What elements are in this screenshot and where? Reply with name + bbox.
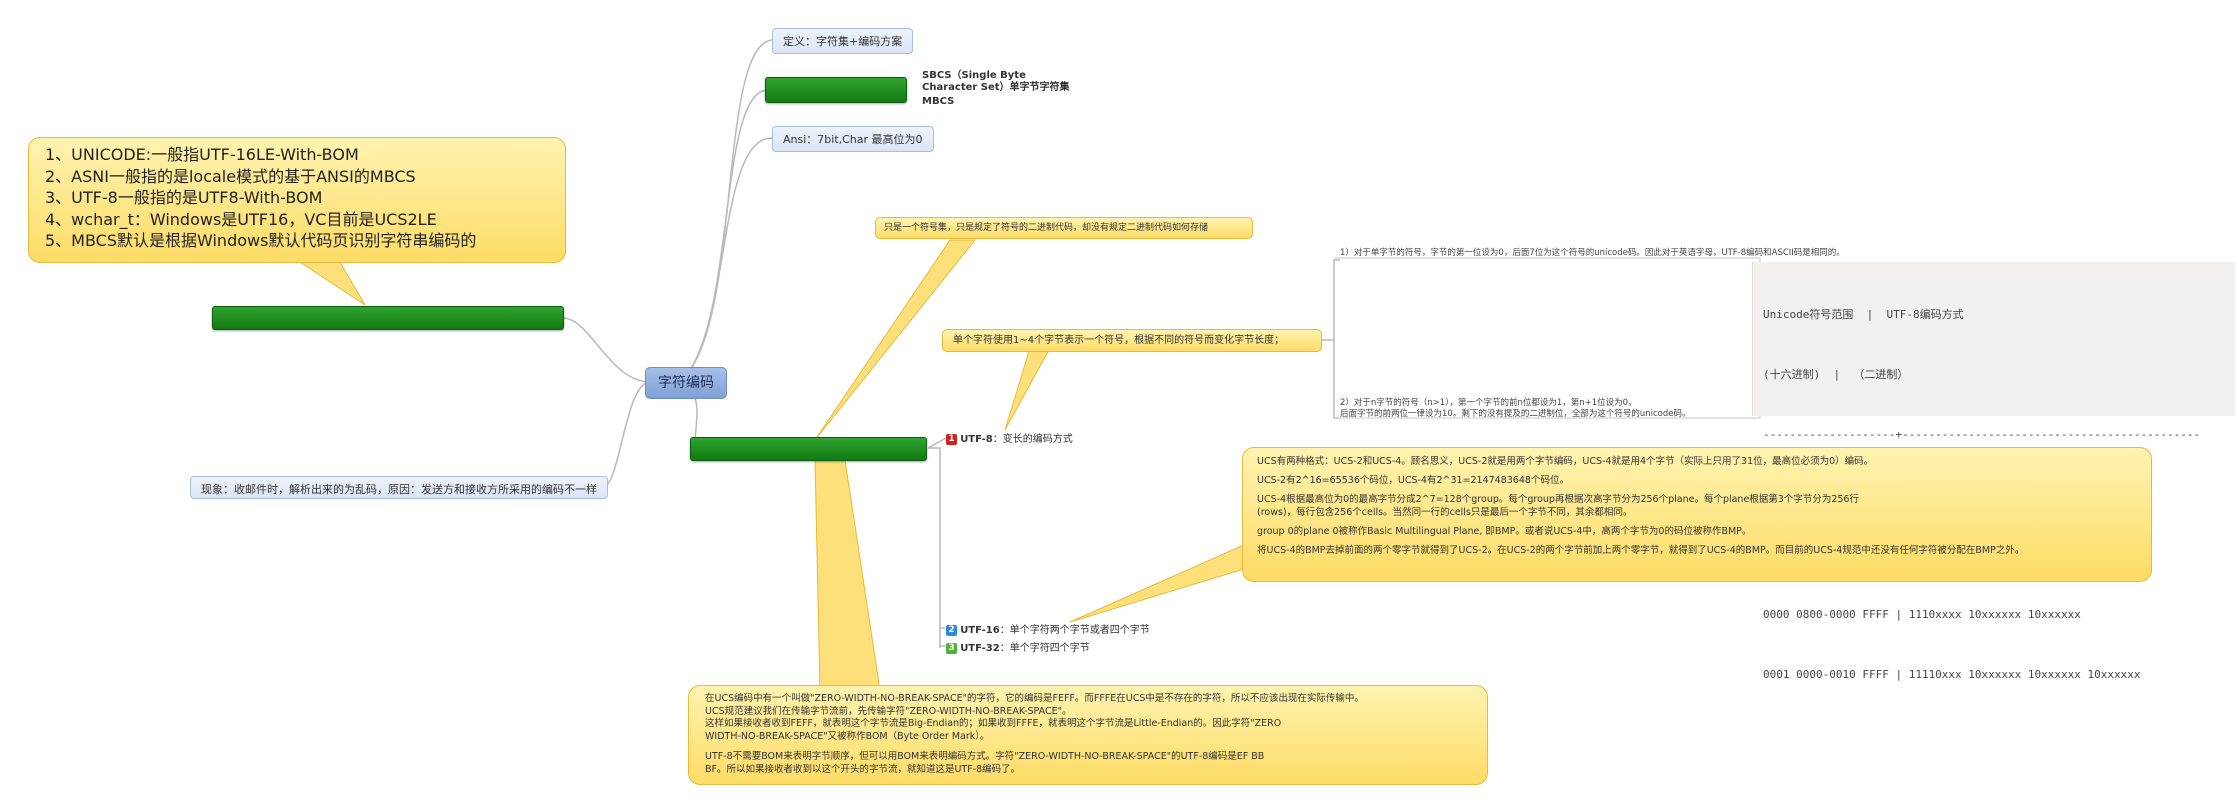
connector-utf-branch	[928, 447, 941, 648]
table-header-2: (十六进制) | （二进制）	[1763, 368, 1909, 381]
ucs-p3a: UCS-4根据最高位为0的最高字节分成2^7=128个group。每个group…	[1257, 494, 1859, 505]
utf32-item[interactable]: 3 UTF-32：单个字符四个字节	[946, 639, 1090, 654]
priority-2-icon: 2	[946, 624, 957, 636]
table-header-1: Unicode符号范围 | UTF-8编码方式	[1763, 308, 1964, 321]
utf8-rule-2: 2）对于n字节的符号（n>1），第一个字节的前n位都设为1，第n+1位设为0， …	[1340, 398, 1690, 420]
node-green-unicode[interactable]	[690, 437, 927, 461]
utf16-item[interactable]: 2 UTF-16：单个字符两个字节或者四个字节	[946, 621, 1150, 636]
utf8-item[interactable]: 1 UTF-8：变长的编码方式	[946, 430, 1073, 445]
ucs-p3b: (rows)，每行包含256个cells。当然同一行的cells只是最后一个字节…	[1257, 507, 1633, 518]
node-ansi[interactable]: Ansi：7bit,Char 最高位为0	[772, 126, 934, 152]
connector-utf8	[927, 437, 947, 449]
utf8-rule-1: 1）对于单字节的符号，字节的第一位设为0，后面7位为这个符号的unicode码。…	[1340, 248, 1845, 258]
priority-1-icon: 1	[946, 433, 957, 445]
utf16-desc: ：单个字符两个字节或者四个字节	[999, 625, 1150, 636]
bom-p4: WIDTH-NO-BREAK-SPACE"又被称作BOM（Byte Order …	[705, 730, 990, 742]
tail-charset	[814, 239, 977, 441]
connector-rule1	[1322, 259, 1340, 341]
table-row: 0001 0000-0010 FFFF | 11110xxx 10xxxxxx …	[1763, 668, 2141, 681]
bom-p2: UCS规范建议我们在传输字节流前，先传输字符"ZERO-WIDTH-NO-BRE…	[705, 705, 1072, 717]
connector-ansi	[689, 137, 773, 371]
bom-p6: BF。所以如果接收者收到以这个开头的字节流，就知道这是UTF-8编码了。	[705, 763, 1021, 775]
definition-text: 定义：字符集+编码方案	[783, 35, 903, 48]
sbcs-text: SBCS（Single Byte Character Set）单字节字符集	[922, 70, 1070, 93]
utf8-note-text: 单个字符使用1~4个字节表示一个符号，根据不同的符号而变化字节长度；	[953, 335, 1285, 346]
ucs-p4: group 0的plane 0被称作Basic Multilingual Pla…	[1257, 526, 1752, 537]
ucs-p1: UCS有两种格式：UCS-2和UCS-4。顾名思义，UCS-2就是用两个字节编码…	[1257, 456, 1874, 467]
charset-note-text: 只是一个符号集，只是规定了符号的二进制代码，却没有规定二进制代码如何存储	[884, 223, 1209, 233]
utf8-rule-2b: 后面字节的前两位一律设为10。剩下的没有提及的二进制位，全部为这个符号的unic…	[1340, 409, 1691, 419]
ucs-callout[interactable]: UCS有两种格式：UCS-2和UCS-4。顾名思义，UCS-2就是用两个字节编码…	[1242, 447, 2152, 582]
center-node[interactable]: 字符编码	[645, 367, 727, 399]
mbcs-text: MBCS	[922, 96, 955, 107]
bom-p1: 在UCS编码中有一个叫做"ZERO-WIDTH-NO-BREAK-SPACE"的…	[705, 693, 1364, 704]
utf32-desc: ：单个字符四个字节	[999, 643, 1090, 654]
ucs-p5: 将UCS-4的BMP去掉前面的两个零字节就得到了UCS-2。在UCS-2的两个字…	[1257, 545, 2025, 556]
ansi-text: Ansi：7bit,Char 最高位为0	[783, 133, 923, 146]
summary-line-5: 5、MBCS默认是根据Windows默认代码页识别字符串编码的	[45, 231, 477, 250]
encoding-table: Unicode符号范围 | UTF-8编码方式 (十六进制) | （二进制） -…	[1752, 262, 2235, 681]
table-divider: --------------------+-------------------…	[1763, 428, 2201, 441]
summary-line-4: 4、wchar_t：Windows是UTF16，VC目前是UCS2LE	[45, 209, 437, 229]
phenomenon-text: 现象：收邮件时，解析出来的为乱码，原因：发送方和接收方所采用的编码不一样	[201, 483, 597, 496]
connector-phenomenon	[602, 381, 651, 488]
summary-line-1: 1、UNICODE:一般指UTF-16LE-With-BOM	[45, 145, 359, 164]
ucs-p2: UCS-2有2^16=65536个码位，UCS-4有2^31=214748364…	[1257, 475, 1569, 486]
priority-3-icon: 3	[946, 642, 957, 654]
tail-utf8-note	[1004, 347, 1051, 431]
utf8-name: UTF-8	[960, 434, 993, 445]
charset-note-callout[interactable]: 只是一个符号集，只是规定了符号的二进制代码，却没有规定二进制代码如何存储	[875, 217, 1253, 239]
summary-line-3: 3、UTF-8一般指的是UTF8-With-BOM	[45, 188, 323, 207]
connector-green-top	[689, 89, 769, 371]
tail-left-callout	[298, 261, 366, 306]
connector-definition	[689, 39, 773, 371]
utf8-rule-2a: 2）对于n字节的符号（n>1），第一个字节的前n位都设为1，第n+1位设为0，	[1340, 398, 1637, 408]
utf8-desc: ：变长的编码方式	[992, 434, 1073, 445]
utf16-name: UTF-16	[960, 625, 1000, 636]
summary-line-2: 2、ASNI一般指的是locale模式的基于ANSI的MBCS	[45, 166, 416, 186]
left-summary-callout[interactable]: 1、UNICODE:一般指UTF-16LE-With-BOM 2、ASNI一般指…	[28, 137, 566, 263]
connector-left-green	[562, 317, 651, 383]
tail-bom	[814, 459, 881, 691]
bom-p3: 这样如果接收者收到FEFF，就表明这个字节流是Big-Endian的；如果收到F…	[705, 718, 1282, 729]
table-row: 0000 0800-0000 FFFF | 1110xxxx 10xxxxxx …	[1763, 608, 2081, 621]
node-green-charset[interactable]	[765, 77, 907, 103]
node-phenomenon[interactable]: 现象：收邮件时，解析出来的为乱码，原因：发送方和接收方所采用的编码不一样	[190, 476, 608, 499]
utf8-note-callout[interactable]: 单个字符使用1~4个字节表示一个符号，根据不同的符号而变化字节长度；	[942, 329, 1322, 352]
node-definition[interactable]: 定义：字符集+编码方案	[772, 28, 914, 54]
center-label: 字符编码	[658, 375, 714, 391]
bom-p5: UTF-8不需要BOM来表明字节顺序，但可以用BOM来表明编码方式。字符"ZER…	[705, 751, 1265, 762]
bom-callout[interactable]: 在UCS编码中有一个叫做"ZERO-WIDTH-NO-BREAK-SPACE"的…	[688, 685, 1488, 785]
node-green-left[interactable]	[212, 306, 564, 330]
utf32-name: UTF-32	[960, 643, 1000, 654]
